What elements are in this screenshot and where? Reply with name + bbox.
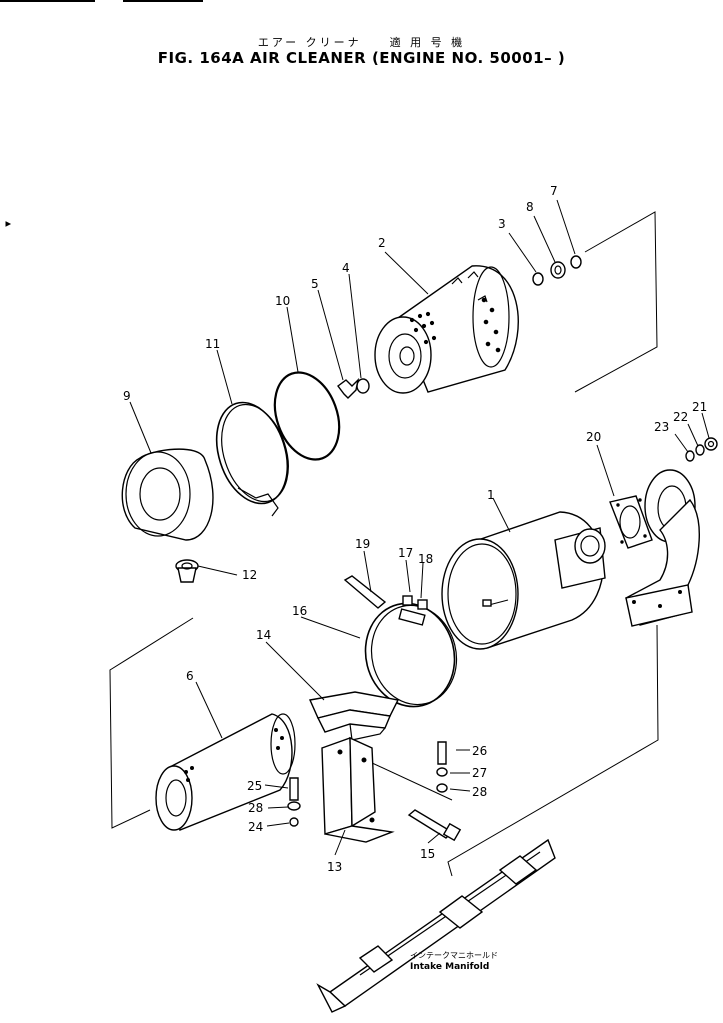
part-14-rubber-pad [308, 691, 400, 741]
callout-13: 13 [327, 860, 342, 874]
part-15-bolt-head [442, 822, 462, 842]
callout-19: 19 [355, 537, 370, 551]
callout-8: 8 [526, 200, 534, 214]
part-22-washer [695, 444, 705, 456]
callout-10: 10 [275, 294, 290, 308]
part-8-nut [550, 261, 566, 279]
part-27-washer [436, 767, 448, 777]
callout-2: 2 [378, 236, 386, 250]
leader-lines [129, 199, 710, 856]
part-24-washer [289, 817, 299, 827]
callout-27: 27 [472, 766, 487, 780]
callout-17: 17 [398, 546, 413, 560]
manifold-label: インテークマニホールド Intake Manifold [410, 951, 498, 972]
callout-11: 11 [205, 337, 220, 351]
part-12-valve [175, 559, 199, 583]
callout-3: 3 [498, 217, 506, 231]
part-6-inner-element [155, 713, 296, 831]
part-17-spacer [402, 595, 413, 606]
part-23-washer [685, 450, 695, 462]
callout-20: 20 [586, 430, 601, 444]
part-20-gasket [609, 495, 653, 549]
intake-manifold [316, 838, 556, 1013]
callout-28-right: 28 [472, 785, 487, 799]
manifold-label-en: Intake Manifold [410, 962, 489, 972]
callout-21: 21 [692, 400, 707, 414]
manifold-label-jp: インテークマニホールド [410, 951, 498, 960]
callout-16: 16 [292, 604, 307, 618]
part-2-filter-element [374, 265, 519, 394]
figure-title: FIG. 164A AIR CLEANER (ENGINE NO. 50001–… [157, 49, 566, 67]
callout-5: 5 [311, 277, 319, 291]
part-19-bolt [343, 575, 387, 609]
callout-7: 7 [550, 184, 558, 198]
part-25-bolt [289, 777, 299, 801]
part-16-mounting-band [364, 602, 458, 708]
callout-22: 22 [673, 410, 688, 424]
part-28-washer-right [436, 783, 448, 793]
part-4-washer [356, 378, 370, 394]
elbow-pipe [625, 469, 700, 627]
part-18-nut [417, 599, 428, 610]
callout-1: 1 [487, 488, 495, 502]
part-3-washer [532, 272, 544, 286]
top-rule-left [0, 0, 95, 2]
edge-mark [5, 221, 12, 227]
callout-12: 12 [242, 568, 257, 582]
callout-18: 18 [418, 552, 433, 566]
part-28-washer-left [287, 801, 301, 811]
callout-6: 6 [186, 669, 194, 683]
part-11-clamp-band [215, 401, 289, 517]
callout-numbers: 1 2 3 4 5 6 7 8 9 10 11 12 13 14 15 16 1… [123, 184, 707, 874]
callout-25: 25 [247, 779, 262, 793]
callout-24: 24 [248, 820, 263, 834]
part-5-wing-nut [337, 377, 360, 399]
callout-26: 26 [472, 744, 487, 758]
part-9-cover-cap [121, 448, 214, 541]
group-boundary-lines [109, 211, 659, 877]
part-26-bolt [437, 741, 447, 765]
title-japanese: エアー クリーナ 適 用 号 機 [257, 36, 466, 49]
top-rule-right [123, 0, 203, 2]
part-10-o-ring [273, 371, 341, 461]
callout-28-left: 28 [248, 801, 263, 815]
part-21-nut [704, 437, 718, 451]
callout-15: 15 [420, 847, 435, 861]
callout-9: 9 [123, 389, 131, 403]
part-7-seal [570, 255, 582, 269]
part-13-bracket [321, 736, 395, 843]
part-1-cleaner-body [441, 511, 606, 650]
callout-4: 4 [342, 261, 350, 275]
callout-14: 14 [256, 628, 271, 642]
callout-23: 23 [654, 420, 669, 434]
